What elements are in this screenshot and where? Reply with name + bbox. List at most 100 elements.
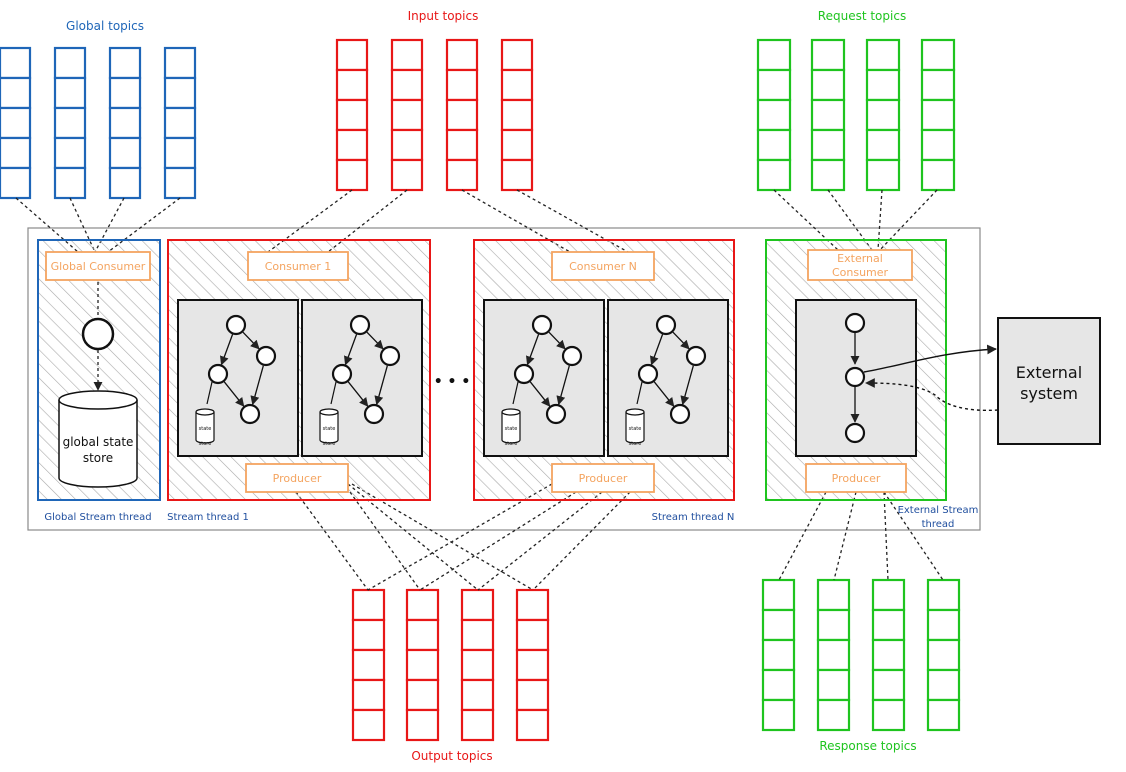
input-topic-partition bbox=[500, 158, 534, 192]
response-topic-partition bbox=[871, 638, 906, 672]
input-topic-partition bbox=[500, 68, 534, 102]
input-topic-4 bbox=[500, 38, 534, 192]
producer-n-label: Producer bbox=[579, 472, 628, 485]
output-topic-partition bbox=[405, 648, 440, 682]
request-topic-partition bbox=[810, 128, 846, 162]
topology-node bbox=[225, 314, 247, 336]
request-topic-partition bbox=[756, 98, 792, 132]
input-topic-partition bbox=[445, 68, 479, 102]
request-topic-3 bbox=[865, 38, 901, 192]
mini-state-store-label-2: store bbox=[629, 441, 642, 447]
mini-state-store-top bbox=[625, 408, 645, 416]
input-topic-partition bbox=[390, 128, 424, 162]
mini-state-store-label-1: state bbox=[629, 426, 642, 432]
request-topic-partition bbox=[865, 98, 901, 132]
topology-edge bbox=[672, 331, 690, 350]
global-topic-partition bbox=[108, 106, 142, 140]
mini-state-store-label-1: state bbox=[323, 426, 336, 432]
mini-state-store bbox=[195, 412, 215, 444]
output-topic-4 bbox=[515, 588, 550, 742]
input-topic-partition bbox=[390, 38, 424, 72]
request-topic-partition bbox=[865, 38, 901, 72]
global-topic-partition bbox=[108, 76, 142, 110]
response-topic-partition bbox=[761, 668, 796, 702]
output-topic-partition bbox=[351, 678, 386, 712]
global-topic-partition bbox=[108, 46, 142, 80]
input-topic-partition bbox=[445, 158, 479, 192]
input-topic-1 bbox=[335, 38, 369, 192]
external-system: External system bbox=[997, 317, 1101, 445]
external-stream-thread: External Consumer Producer External Stre… bbox=[765, 239, 979, 530]
more-threads-ellipsis: • • • bbox=[434, 374, 471, 390]
request-topic-partition bbox=[865, 158, 901, 192]
response-topic-partition bbox=[926, 578, 961, 612]
topology-node bbox=[545, 403, 567, 425]
global-topic-partition bbox=[163, 136, 197, 170]
stream-task: state store bbox=[607, 299, 729, 457]
topology-edge bbox=[242, 331, 260, 350]
output-topic-partition bbox=[460, 708, 495, 742]
request-topic-partition bbox=[920, 128, 956, 162]
output-topic-partition bbox=[351, 588, 386, 622]
stream-thread-n-label: Stream thread N bbox=[652, 512, 735, 523]
consumer-n-label: Consumer N bbox=[569, 260, 637, 273]
output-topic-partition bbox=[460, 678, 495, 712]
input-topic-partition bbox=[445, 128, 479, 162]
external-system-label-2: system bbox=[1020, 384, 1078, 403]
topology-node bbox=[239, 403, 261, 425]
topology-edge bbox=[548, 331, 566, 350]
external-stream-thread-label-1: External Stream bbox=[898, 505, 979, 516]
input-topic-partition bbox=[390, 68, 424, 102]
application-frame bbox=[27, 227, 981, 531]
output-topic-partition bbox=[405, 618, 440, 652]
request-topic-partition bbox=[920, 98, 956, 132]
topology-node bbox=[363, 403, 385, 425]
input-topic-partition bbox=[335, 68, 369, 102]
external-consumer-box bbox=[807, 249, 913, 281]
global-topic-partition bbox=[53, 166, 87, 200]
topology-node bbox=[637, 363, 659, 385]
input-topic-3 bbox=[445, 38, 479, 192]
input-topic-partition bbox=[500, 98, 534, 132]
input-topic-partition bbox=[335, 38, 369, 72]
topology-edge bbox=[220, 334, 234, 366]
mini-state-store bbox=[501, 412, 521, 444]
external-consumer-label-2: Consumer bbox=[832, 266, 889, 279]
mini-state-store-label-1: state bbox=[505, 426, 518, 432]
output-topics-group bbox=[351, 588, 550, 742]
request-topic-partition bbox=[756, 38, 792, 72]
topology-node bbox=[379, 345, 401, 367]
topology-edge bbox=[653, 381, 675, 407]
topology-store-edge bbox=[636, 381, 643, 405]
output-topic-1 bbox=[351, 588, 386, 742]
global-stream-thread-label: Global Stream thread bbox=[44, 512, 151, 523]
producer-n-box bbox=[551, 463, 655, 493]
output-topic-partition bbox=[515, 618, 550, 652]
global-state-store-label-2: store bbox=[83, 451, 113, 465]
global-topic-partition bbox=[0, 76, 32, 110]
output-topic-partition bbox=[460, 648, 495, 682]
global-processor-node bbox=[81, 317, 115, 351]
output-topic-partition bbox=[460, 588, 495, 622]
request-topic-partition bbox=[920, 38, 956, 72]
external-producer-box bbox=[805, 463, 907, 493]
output-topic-partition bbox=[405, 588, 440, 622]
external-stream-thread-label-2: thread bbox=[922, 519, 955, 530]
consumer-1-label: Consumer 1 bbox=[265, 260, 332, 273]
response-topic-partition bbox=[816, 578, 851, 612]
input-topic-partition bbox=[335, 128, 369, 162]
input-topic-partition bbox=[335, 98, 369, 132]
global-consumer-label: Global Consumer bbox=[51, 260, 146, 273]
response-topic-partition bbox=[871, 608, 906, 642]
topology-edge bbox=[374, 365, 388, 406]
topology-edge bbox=[526, 334, 540, 366]
response-topic-partition bbox=[871, 578, 906, 612]
topology-store-edge bbox=[206, 381, 213, 405]
response-topic-partition bbox=[761, 638, 796, 672]
topology-node bbox=[349, 314, 371, 336]
external-sink-node bbox=[844, 422, 866, 444]
response-topic-partition bbox=[761, 608, 796, 642]
